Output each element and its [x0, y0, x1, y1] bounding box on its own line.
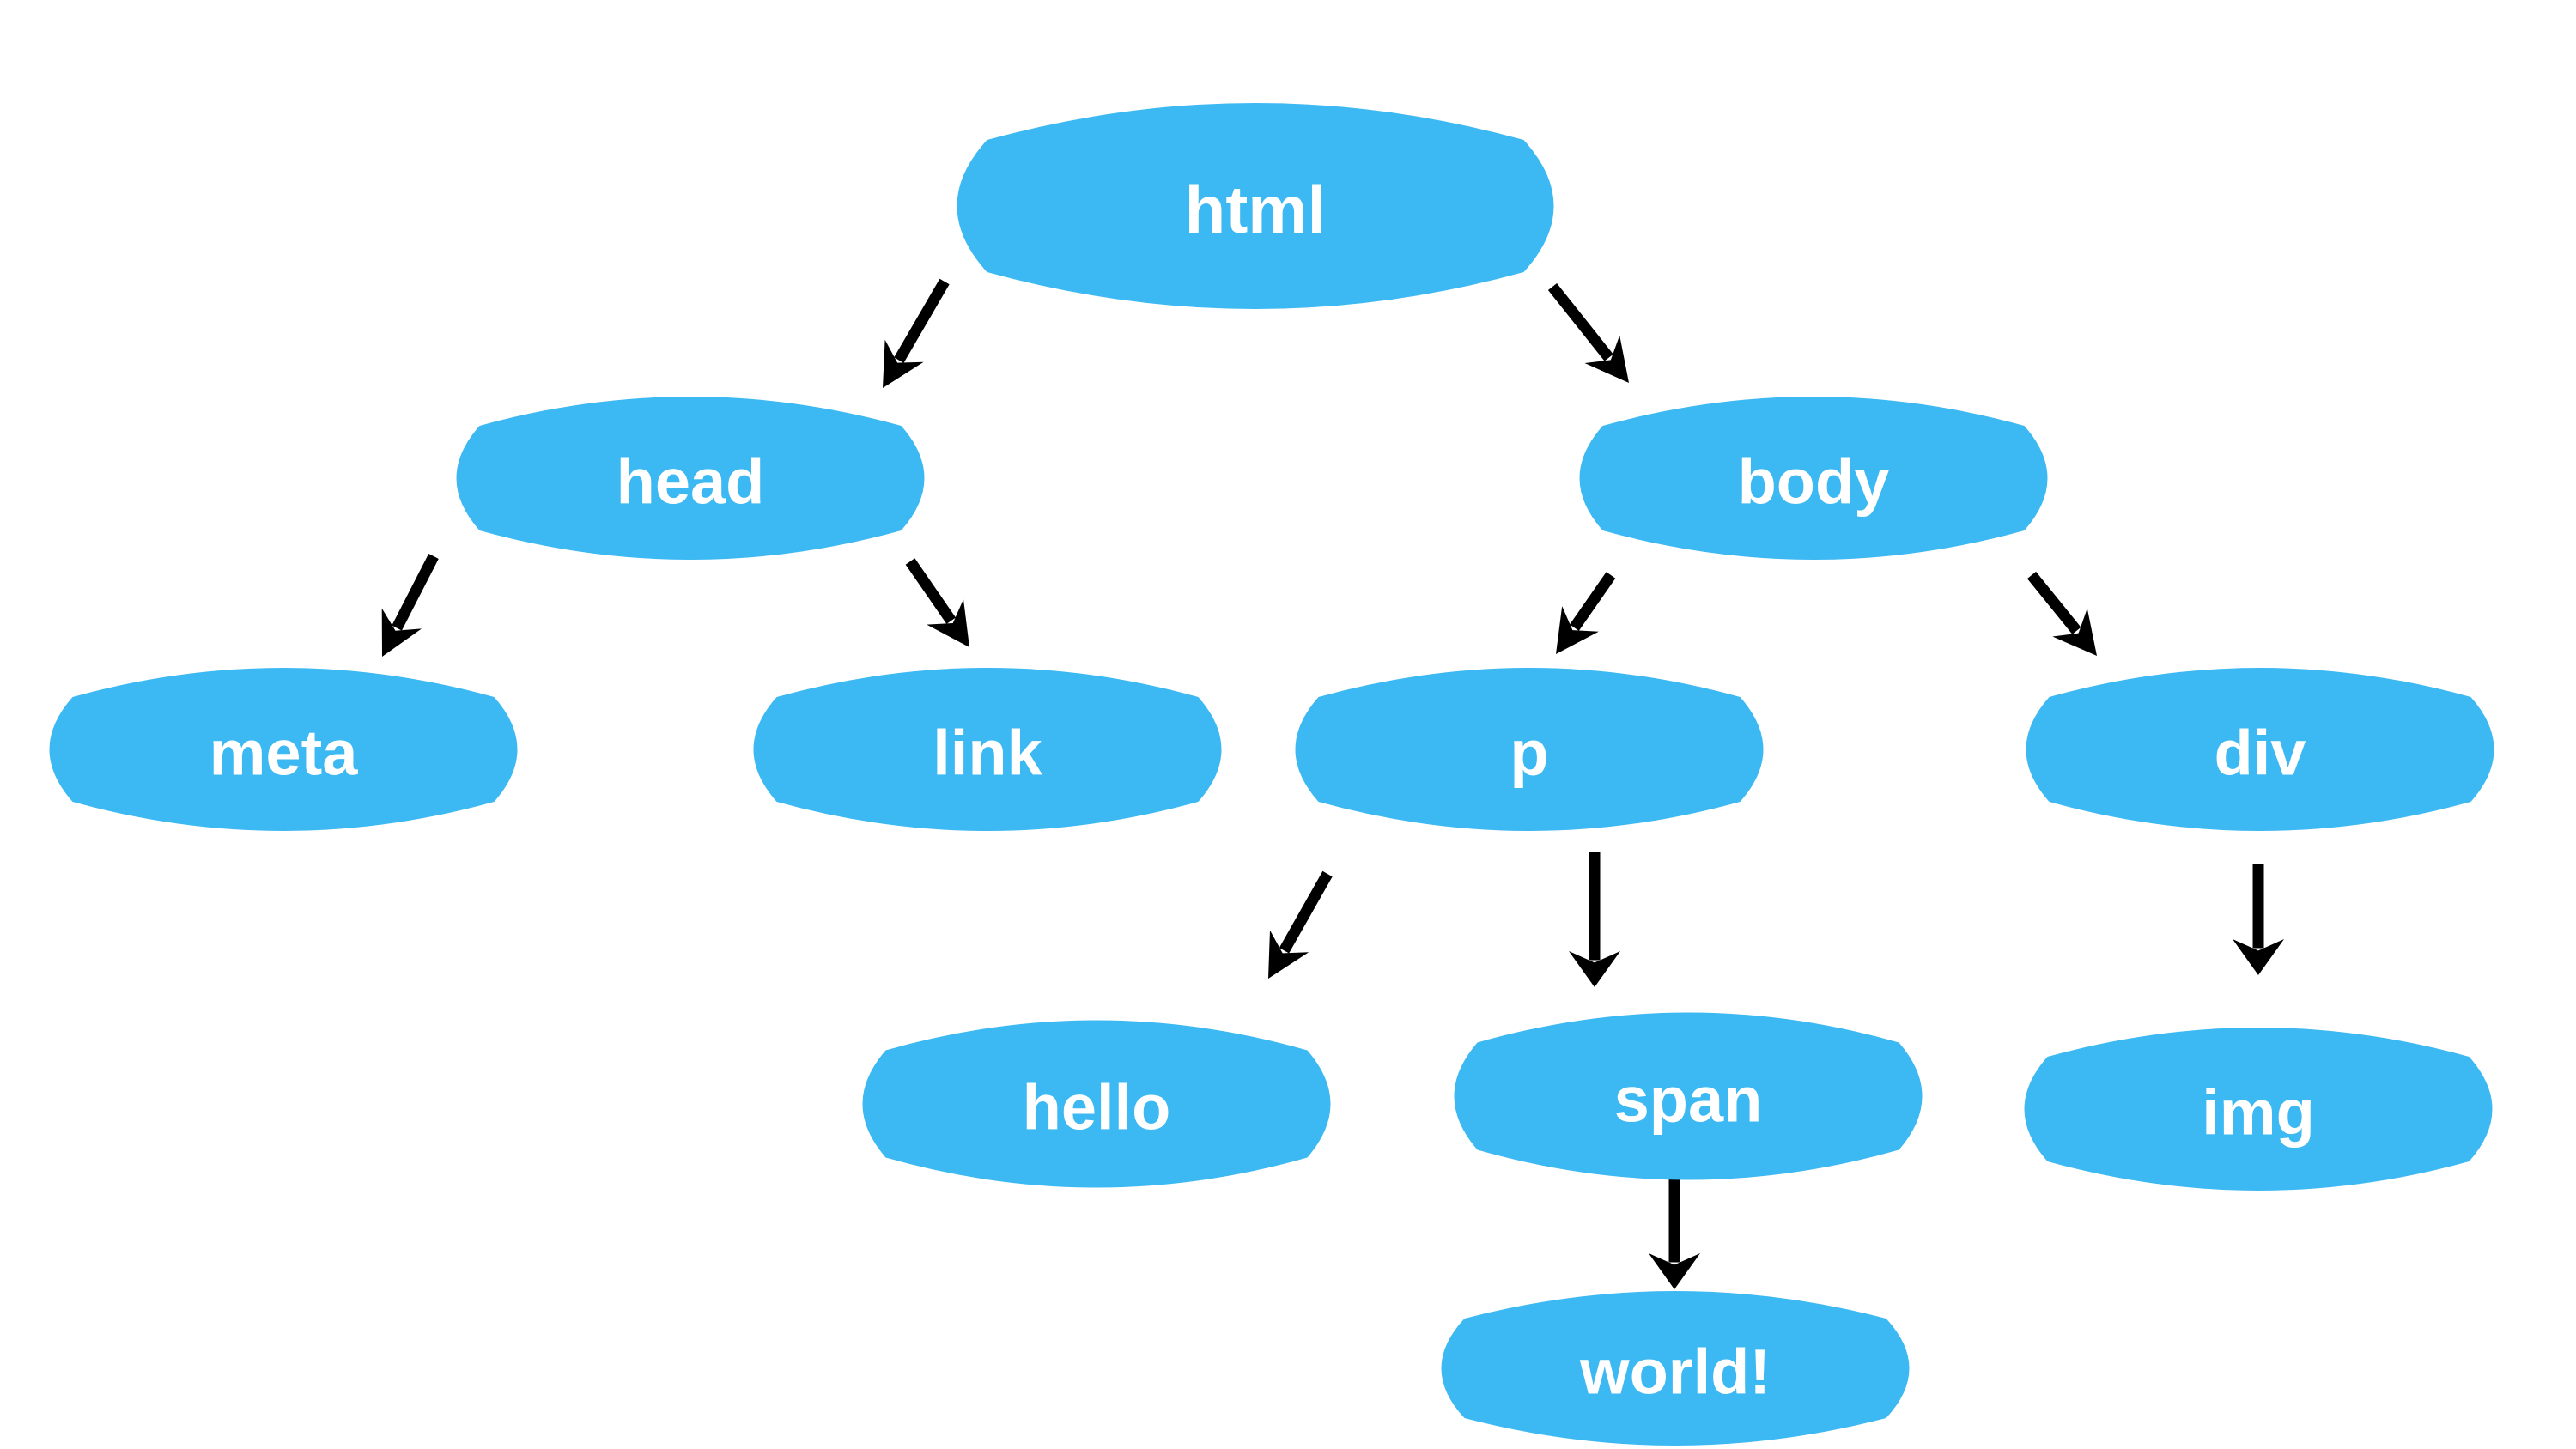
- node-body-label: body: [1738, 446, 1890, 518]
- edge-body-div-arrowhead-icon: [2052, 608, 2097, 656]
- node-world-shape: [1441, 1291, 1910, 1446]
- edge-head-link-line: [905, 558, 957, 624]
- edge-div-img-arrowhead-icon: [2233, 939, 2284, 975]
- edge-div-img: [2233, 864, 2284, 975]
- node-head: head: [456, 397, 925, 560]
- edge-head-meta: [381, 554, 439, 657]
- node-html: html: [957, 103, 1554, 309]
- node-hello-label: hello: [1023, 1072, 1171, 1143]
- edge-p-hello-arrowhead-icon: [1268, 930, 1309, 979]
- node-meta-label: meta: [210, 718, 359, 789]
- node-hello-shape: [862, 1020, 1331, 1188]
- edge-span-world: [1649, 1176, 1700, 1289]
- node-head-shape: [456, 397, 925, 560]
- edge-body-p-line: [1570, 572, 1616, 631]
- edge-html-head-arrowhead-icon: [883, 339, 924, 388]
- node-p-shape: [1295, 668, 1764, 831]
- node-img-label: img: [2202, 1077, 2315, 1149]
- node-div-label: div: [2215, 718, 2306, 789]
- node-span-shape: [1454, 1012, 1923, 1180]
- node-html-label: html: [1185, 172, 1327, 247]
- edge-head-meta-line: [392, 554, 439, 631]
- edge-body-div-line: [2026, 571, 2081, 634]
- edge-html-body-arrowhead-icon: [1584, 335, 1629, 383]
- node-link: link: [753, 668, 1222, 831]
- node-world-label: world!: [1579, 1337, 1771, 1408]
- node-div-shape: [2026, 668, 2494, 831]
- node-span-label: span: [1614, 1064, 1763, 1136]
- edge-p-hello-line: [1279, 870, 1333, 954]
- edge-p-span: [1569, 852, 1620, 987]
- edge-head-meta-arrowhead-icon: [381, 608, 422, 657]
- edge-html-head-line: [894, 278, 950, 363]
- edge-head-link-arrowhead-icon: [927, 599, 969, 647]
- edge-body-p: [1556, 572, 1616, 654]
- edge-body-p-arrowhead-icon: [1556, 606, 1599, 654]
- node-head-label: head: [617, 446, 765, 518]
- edge-html-body-line: [1547, 282, 1613, 361]
- node-span: span: [1454, 1012, 1923, 1180]
- edge-p-hello: [1268, 870, 1333, 979]
- node-img-shape: [2024, 1028, 2493, 1191]
- node-link-label: link: [933, 718, 1042, 789]
- node-body: body: [1579, 397, 2048, 560]
- node-p: p: [1295, 668, 1764, 831]
- node-meta: meta: [49, 668, 518, 831]
- edge-span-world-arrowhead-icon: [1649, 1253, 1700, 1289]
- edge-html-body: [1547, 282, 1629, 383]
- node-body-shape: [1579, 397, 2048, 560]
- node-world: world!: [1441, 1291, 1910, 1446]
- node-link-shape: [753, 668, 1222, 831]
- node-hello: hello: [862, 1020, 1331, 1188]
- node-meta-shape: [49, 668, 518, 831]
- node-html-shape: [957, 103, 1554, 309]
- edge-head-link: [905, 558, 969, 647]
- edge-p-span-arrowhead-icon: [1569, 951, 1620, 987]
- node-img: img: [2024, 1028, 2493, 1191]
- edge-body-div: [2026, 571, 2097, 656]
- node-div: div: [2026, 668, 2494, 831]
- node-p-label: p: [1510, 718, 1548, 789]
- edge-html-head: [883, 278, 950, 388]
